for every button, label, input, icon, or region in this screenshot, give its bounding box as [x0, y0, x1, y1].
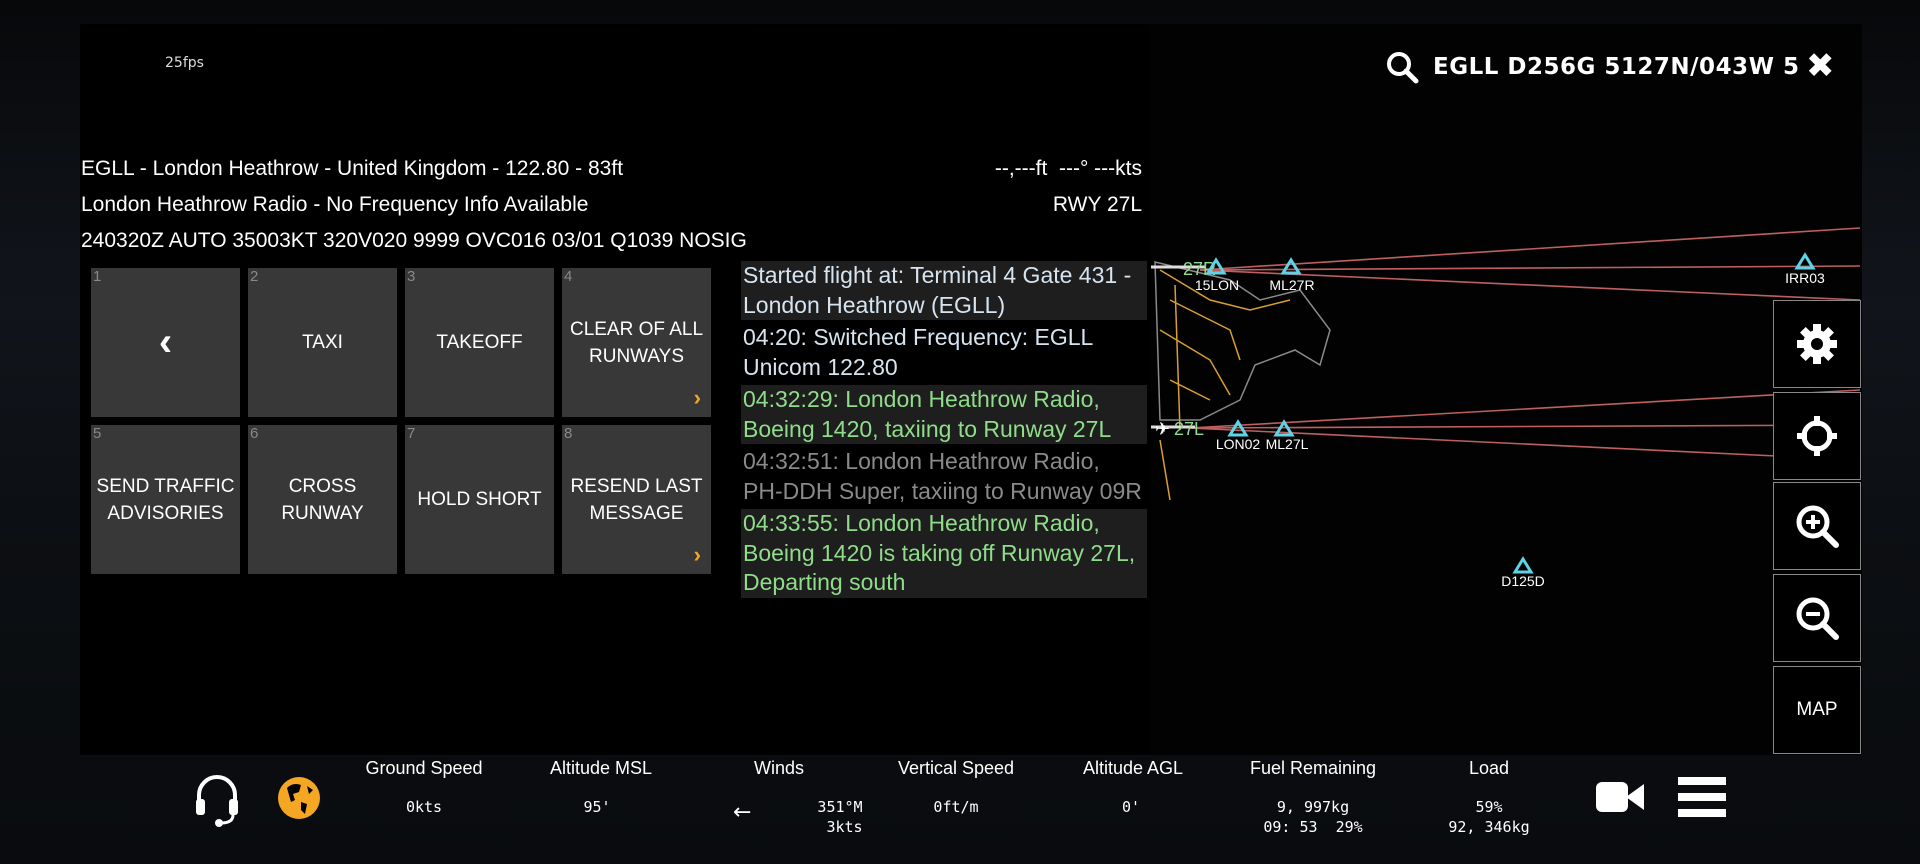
metar: 240320Z AUTO 35003KT 320V020 9999 OVC016…: [81, 229, 747, 252]
item-number: 7: [407, 425, 416, 442]
approach-line: [1199, 269, 1861, 301]
fuel-time-percent: 09: 53 29%: [1263, 818, 1363, 836]
approach-line: [1189, 389, 1861, 429]
waypoint-icon: [1205, 257, 1227, 275]
wind-direction: 351°M: [817, 798, 863, 816]
fps-counter: 25fps: [165, 55, 204, 71]
vertical-speed-value: 0ft/m: [933, 798, 979, 816]
winds-value: 351°M 3kts: [817, 797, 862, 837]
frequency-info: London Heathrow Radio - No Frequency Inf…: [81, 193, 589, 216]
item-number: 6: [250, 425, 259, 442]
globe-icon[interactable]: [277, 776, 321, 820]
aircraft-icon: ✈: [1155, 419, 1170, 440]
button-label: TAXI: [302, 332, 343, 353]
wind-speed: 3kts: [826, 818, 863, 836]
altitude-msl-value: 95': [583, 798, 611, 816]
approach-line: [1189, 424, 1861, 429]
approach-line: [1199, 227, 1861, 271]
close-icon[interactable]: ✖: [1806, 46, 1835, 86]
runway-label-27l: 27L: [1174, 419, 1204, 439]
airport-info: EGLL - London Heathrow - United Kingdom …: [81, 157, 624, 180]
chevron-left-icon: ‹: [158, 320, 173, 364]
item-number: 5: [93, 425, 102, 442]
waypoint-icon: [1280, 257, 1302, 275]
waypoint-icon: [1227, 419, 1249, 437]
winds-label: Winds: [753, 758, 805, 778]
button-label: TAKEOFF: [436, 332, 523, 353]
log-entry: 04:32:29: London Heathrow Radio, Boeing …: [741, 385, 1147, 444]
approach-line: [1189, 427, 1861, 461]
waypoint-label-irr03: IRR03: [1785, 270, 1825, 286]
ground-speed-label: Ground Speed: [365, 758, 483, 778]
waypoint-icon: [1794, 252, 1816, 270]
gear-icon: [1797, 324, 1837, 364]
wind-arrow-icon: ←: [733, 800, 752, 825]
chevron-right-icon: ›: [693, 542, 701, 567]
approach-line: [1199, 265, 1861, 271]
load-value: 59% 92, 346kg: [1448, 797, 1529, 837]
item-number: 3: [407, 268, 416, 285]
map-button[interactable]: MAP: [1773, 666, 1861, 754]
button-label: SEND TRAFFIC ADVISORIES: [96, 475, 235, 524]
item-number: 2: [250, 268, 259, 285]
waypoint-label-lon02: LON02: [1216, 436, 1261, 452]
log-entry: 04:33:55: London Heathrow Radio, Boeing …: [741, 509, 1147, 598]
crosshair-icon: [1797, 416, 1837, 456]
load-label: Load: [1468, 758, 1510, 778]
altitude-msl-label: Altitude MSL: [549, 758, 653, 778]
airport-diagram: [1150, 261, 1331, 501]
zoom-in-icon: [1796, 505, 1839, 548]
chevron-right-icon: ›: [693, 385, 701, 410]
item-number: 4: [564, 268, 573, 285]
waypoint-icon: [1512, 556, 1534, 574]
log-entry: Started flight at: Terminal 4 Gate 431 -…: [741, 261, 1147, 320]
vertical-speed-label: Vertical Speed: [897, 758, 1015, 778]
fuel-weight: 9, 997kg: [1276, 798, 1350, 816]
item-number: 8: [564, 425, 573, 442]
camera-icon[interactable]: [1596, 780, 1646, 814]
zoom-out-icon: [1796, 597, 1839, 640]
load-weight: 92, 346kg: [1448, 818, 1530, 836]
waypoint-icon: [1273, 419, 1295, 437]
menu-icon[interactable]: [1678, 777, 1726, 817]
zoom-in-button[interactable]: [1773, 482, 1861, 570]
load-percent: 59%: [1475, 798, 1503, 816]
altitude-agl-value: 0': [1121, 798, 1141, 816]
button-label: CROSS RUNWAY: [281, 475, 364, 524]
button-label: HOLD SHORT: [417, 489, 542, 510]
search-bar[interactable]: EGLL D256G 5127N/043W 5: [1385, 50, 1799, 84]
settings-button[interactable]: [1773, 300, 1861, 388]
wind-readout: --,---ft ---° ---kts: [994, 157, 1142, 180]
atc-message-log[interactable]: Started flight at: Terminal 4 Gate 431 -…: [741, 261, 1147, 601]
zoom-out-button[interactable]: [1773, 574, 1861, 662]
waypoint-label-15lon: 15LON: [1195, 277, 1239, 293]
headset-icon[interactable]: [193, 773, 241, 827]
button-label: CLEAR OF ALL RUNWAYS: [569, 318, 704, 367]
log-entry: 04:20: Switched Frequency: EGLL Unicom 1…: [743, 324, 1093, 380]
search-text[interactable]: EGLL D256G 5127N/043W 5: [1433, 54, 1800, 80]
center-location-button[interactable]: [1773, 392, 1861, 480]
waypoint-label-ml27l: ML27L: [1266, 436, 1309, 452]
item-number: 1: [93, 268, 102, 285]
log-entry: 04:32:51: London Heathrow Radio, PH-DDH …: [743, 448, 1142, 504]
waypoint-label-ml27r: ML27R: [1269, 277, 1314, 293]
ground-speed-value: 0kts: [405, 798, 443, 816]
button-label: RESEND LAST MESSAGE: [570, 475, 703, 524]
back-button[interactable]: 1‹: [91, 268, 240, 417]
search-icon: [1387, 52, 1419, 84]
active-runway: RWY 27L: [1052, 193, 1142, 216]
fuel-remaining-label: Fuel Remaining: [1249, 758, 1377, 778]
waypoint-label-d125d: D125D: [1501, 573, 1545, 589]
fuel-remaining-value: 9, 997kg 09: 53 29%: [1263, 797, 1362, 837]
altitude-agl-label: Altitude AGL: [1082, 758, 1184, 778]
